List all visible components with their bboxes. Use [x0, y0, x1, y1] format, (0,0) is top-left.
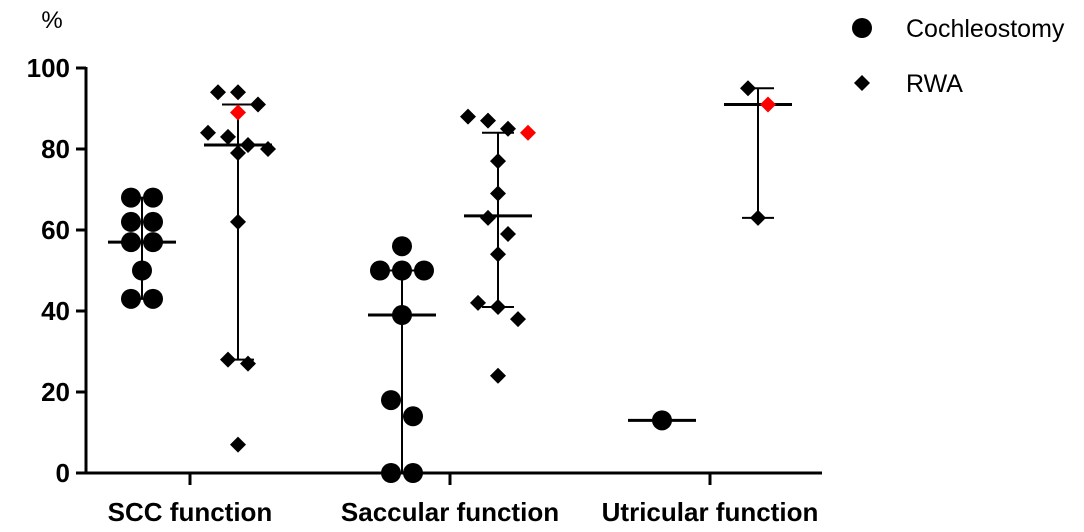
data-point [490, 367, 506, 384]
data-point [381, 463, 401, 483]
data-point [220, 128, 236, 145]
y-tick-label: 80 [41, 134, 70, 164]
y-tick-label: 0 [56, 458, 70, 488]
plot-marks [108, 80, 792, 483]
x-tick-label: Saccular function [341, 497, 559, 527]
series-group [200, 84, 276, 453]
legend-marker-diamond [854, 75, 870, 91]
data-point [121, 211, 141, 232]
data-point [210, 84, 226, 101]
data-point [652, 410, 672, 431]
y-tick-label: 60 [41, 215, 70, 245]
data-point [740, 80, 756, 97]
data-point [121, 187, 141, 208]
y-tick-label: 100 [27, 53, 70, 83]
data-point [490, 246, 506, 263]
data-point [121, 232, 141, 253]
data-point [510, 311, 526, 328]
legend-label: Cochleostomy [906, 15, 1065, 43]
data-point [403, 406, 423, 427]
data-point [220, 351, 236, 368]
data-point [143, 232, 163, 253]
series-group [628, 410, 696, 431]
data-point [392, 236, 412, 257]
data-point [381, 390, 401, 411]
x-tick-label: SCC function [108, 497, 273, 527]
data-point [760, 96, 776, 113]
x-tick-label: Utricular function [602, 497, 819, 527]
data-point [414, 260, 434, 281]
data-point [230, 84, 246, 101]
series-group [368, 236, 436, 483]
series-group [108, 187, 176, 309]
data-point [490, 298, 506, 315]
y-axis-label: % [41, 7, 62, 34]
y-tick-label: 40 [41, 296, 70, 326]
data-point [520, 124, 536, 141]
series-group [460, 108, 536, 384]
legend-marker-circle [852, 18, 872, 38]
data-point [240, 355, 256, 372]
data-point [500, 120, 516, 137]
data-point [121, 288, 141, 309]
data-point [240, 136, 256, 153]
data-point [750, 209, 766, 226]
data-point [143, 288, 163, 309]
data-point [250, 96, 266, 113]
data-point [370, 260, 390, 281]
data-point [200, 124, 216, 141]
axes: 0 20 40 60 80 100% SCC function Saccular functi… [27, 7, 822, 527]
legend-label: RWA [906, 70, 963, 98]
data-point [490, 185, 506, 202]
y-tick-label: 20 [41, 377, 70, 407]
data-point [230, 436, 246, 453]
data-point [230, 104, 246, 121]
data-point [460, 108, 476, 125]
data-point [490, 153, 506, 170]
data-point [132, 260, 152, 281]
data-point [392, 305, 412, 326]
data-point [500, 226, 516, 243]
series-group [724, 80, 792, 226]
data-point [470, 294, 486, 311]
data-point [143, 187, 163, 208]
data-point [260, 141, 276, 157]
data-point [230, 213, 246, 230]
data-point [480, 112, 496, 129]
data-point [392, 260, 412, 281]
data-point [403, 463, 423, 483]
data-point [143, 211, 163, 232]
data-point [480, 209, 496, 226]
data-point [230, 145, 246, 162]
